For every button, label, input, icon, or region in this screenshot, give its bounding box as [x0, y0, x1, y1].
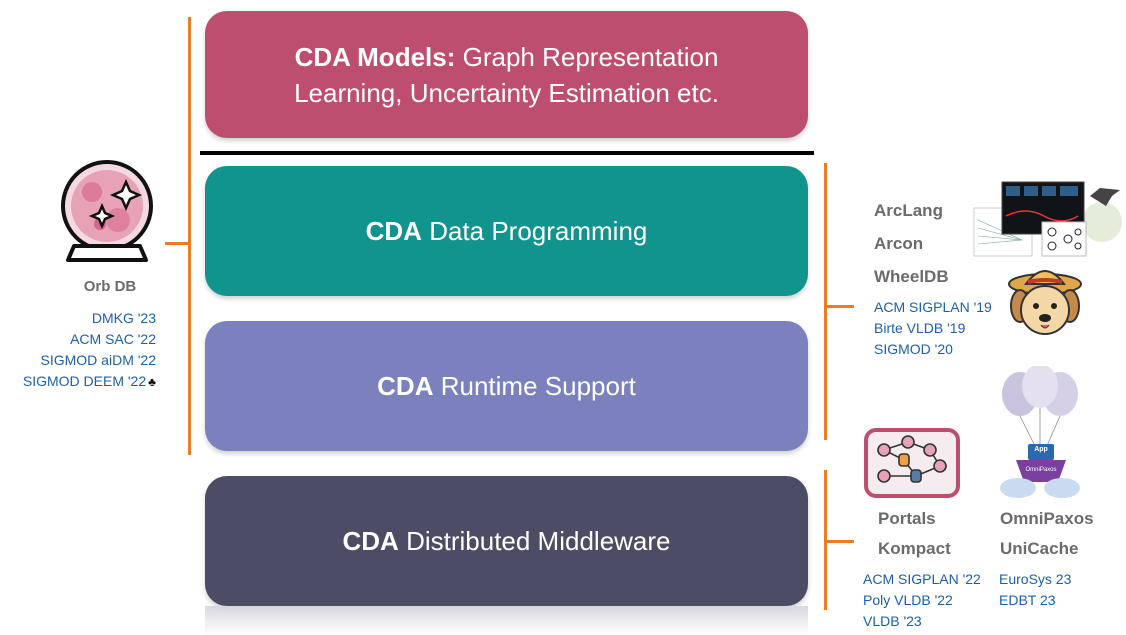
middleware-pub-item: Poly VLDB '22 [863, 592, 953, 608]
middleware-left-pubs: ACM SIGPLAN '22 Poly VLDB '22 VLDB '23 [863, 569, 981, 632]
layer-dataprog-text: Data Programming [429, 216, 648, 246]
system-unicache: UniCache [1000, 539, 1079, 558]
orb-pub-item-award: SIGMOD DEEM '22♣ [0, 371, 156, 393]
middleware-right-systems: OmniPaxos UniCache [1000, 504, 1094, 564]
layer-runtime-text: Runtime Support [440, 371, 636, 401]
middleware-right-pubs: EuroSys 23 EDBT 23 [999, 569, 1071, 611]
dataprog-pub-item: ACM SIGPLAN '19 [874, 299, 992, 315]
layer-distributed-middleware: CDA Distributed Middleware [205, 476, 808, 606]
dataprog-pub-item: Birte VLDB '19 [874, 320, 966, 336]
system-arcon: Arcon [874, 234, 924, 253]
middleware-pub-item: ACM SIGPLAN '22 [863, 571, 981, 587]
system-kompact: Kompact [878, 539, 951, 558]
dataflow-collage-image [973, 181, 1122, 257]
layer-divider [200, 151, 814, 155]
orb-pub-item: SIGMOD aiDM '22 [40, 352, 156, 368]
system-wheeldb: WheelDB [874, 267, 949, 286]
orb-pub-item: SIGMOD DEEM '22 [22, 373, 147, 389]
dataprog-pubs: ACM SIGPLAN '19 Birte VLDB '19 SIGMOD '2… [874, 297, 992, 360]
dataprog-pub-item: SIGMOD '20 [874, 341, 953, 357]
orb-bracket-line [188, 17, 191, 455]
dog-mascot-icon [1008, 270, 1082, 335]
layer-cda-models: CDA Models: Graph Representation Learnin… [205, 11, 808, 138]
system-omnipaxos: OmniPaxos [1000, 509, 1094, 528]
omnipaxos-balloon-icon: App OmniPaxos [998, 366, 1084, 500]
orb-pub-item: DMKG '23 [91, 310, 156, 326]
portals-graph-icon [864, 428, 960, 498]
system-portals: Portals [878, 509, 936, 528]
layer-dataprog-bold: CDA [365, 216, 422, 246]
layer-models-text: Graph Representation [462, 41, 719, 72]
orb-pub-item: ACM SAC '22 [70, 331, 156, 347]
layer-runtime-support: CDA Runtime Support [205, 321, 808, 451]
crystal-ball-icon [61, 160, 153, 262]
app-label: App [1034, 446, 1048, 453]
dataprog-bracket-tick [824, 305, 854, 308]
layer-data-programming: CDA Data Programming [205, 166, 808, 296]
layer-models-text-line2: Learning, Uncertainty Estimation etc. [294, 77, 719, 108]
orb-title: Orb DB [83, 278, 137, 295]
layer-middleware-bold: CDA [342, 526, 399, 556]
dataprog-bracket-line [824, 163, 827, 440]
system-arclang: ArcLang [874, 201, 943, 220]
middleware-left-systems: Portals Kompact [878, 504, 951, 564]
orb-bracket-tick [165, 242, 190, 245]
layer-models-bold: CDA Models: [294, 41, 456, 72]
layer-middleware-text: Distributed Middleware [406, 526, 671, 556]
layer-reflection [205, 606, 808, 635]
omnipaxos-label: OmniPaxos [1025, 467, 1057, 473]
dataprog-systems: ArcLang Arcon WheelDB [874, 194, 949, 293]
middleware-pub-item: VLDB '23 [863, 613, 922, 629]
trophy-icon: ♣ [148, 375, 156, 389]
middleware-pub-item: EDBT 23 [999, 592, 1056, 608]
layer-runtime-bold: CDA [377, 371, 434, 401]
middleware-bracket-tick [824, 540, 854, 543]
middleware-pub-item: EuroSys 23 [999, 571, 1072, 587]
orb-pubs: DMKG '23 ACM SAC '22 SIGMOD aiDM '22 SIG… [0, 308, 156, 393]
